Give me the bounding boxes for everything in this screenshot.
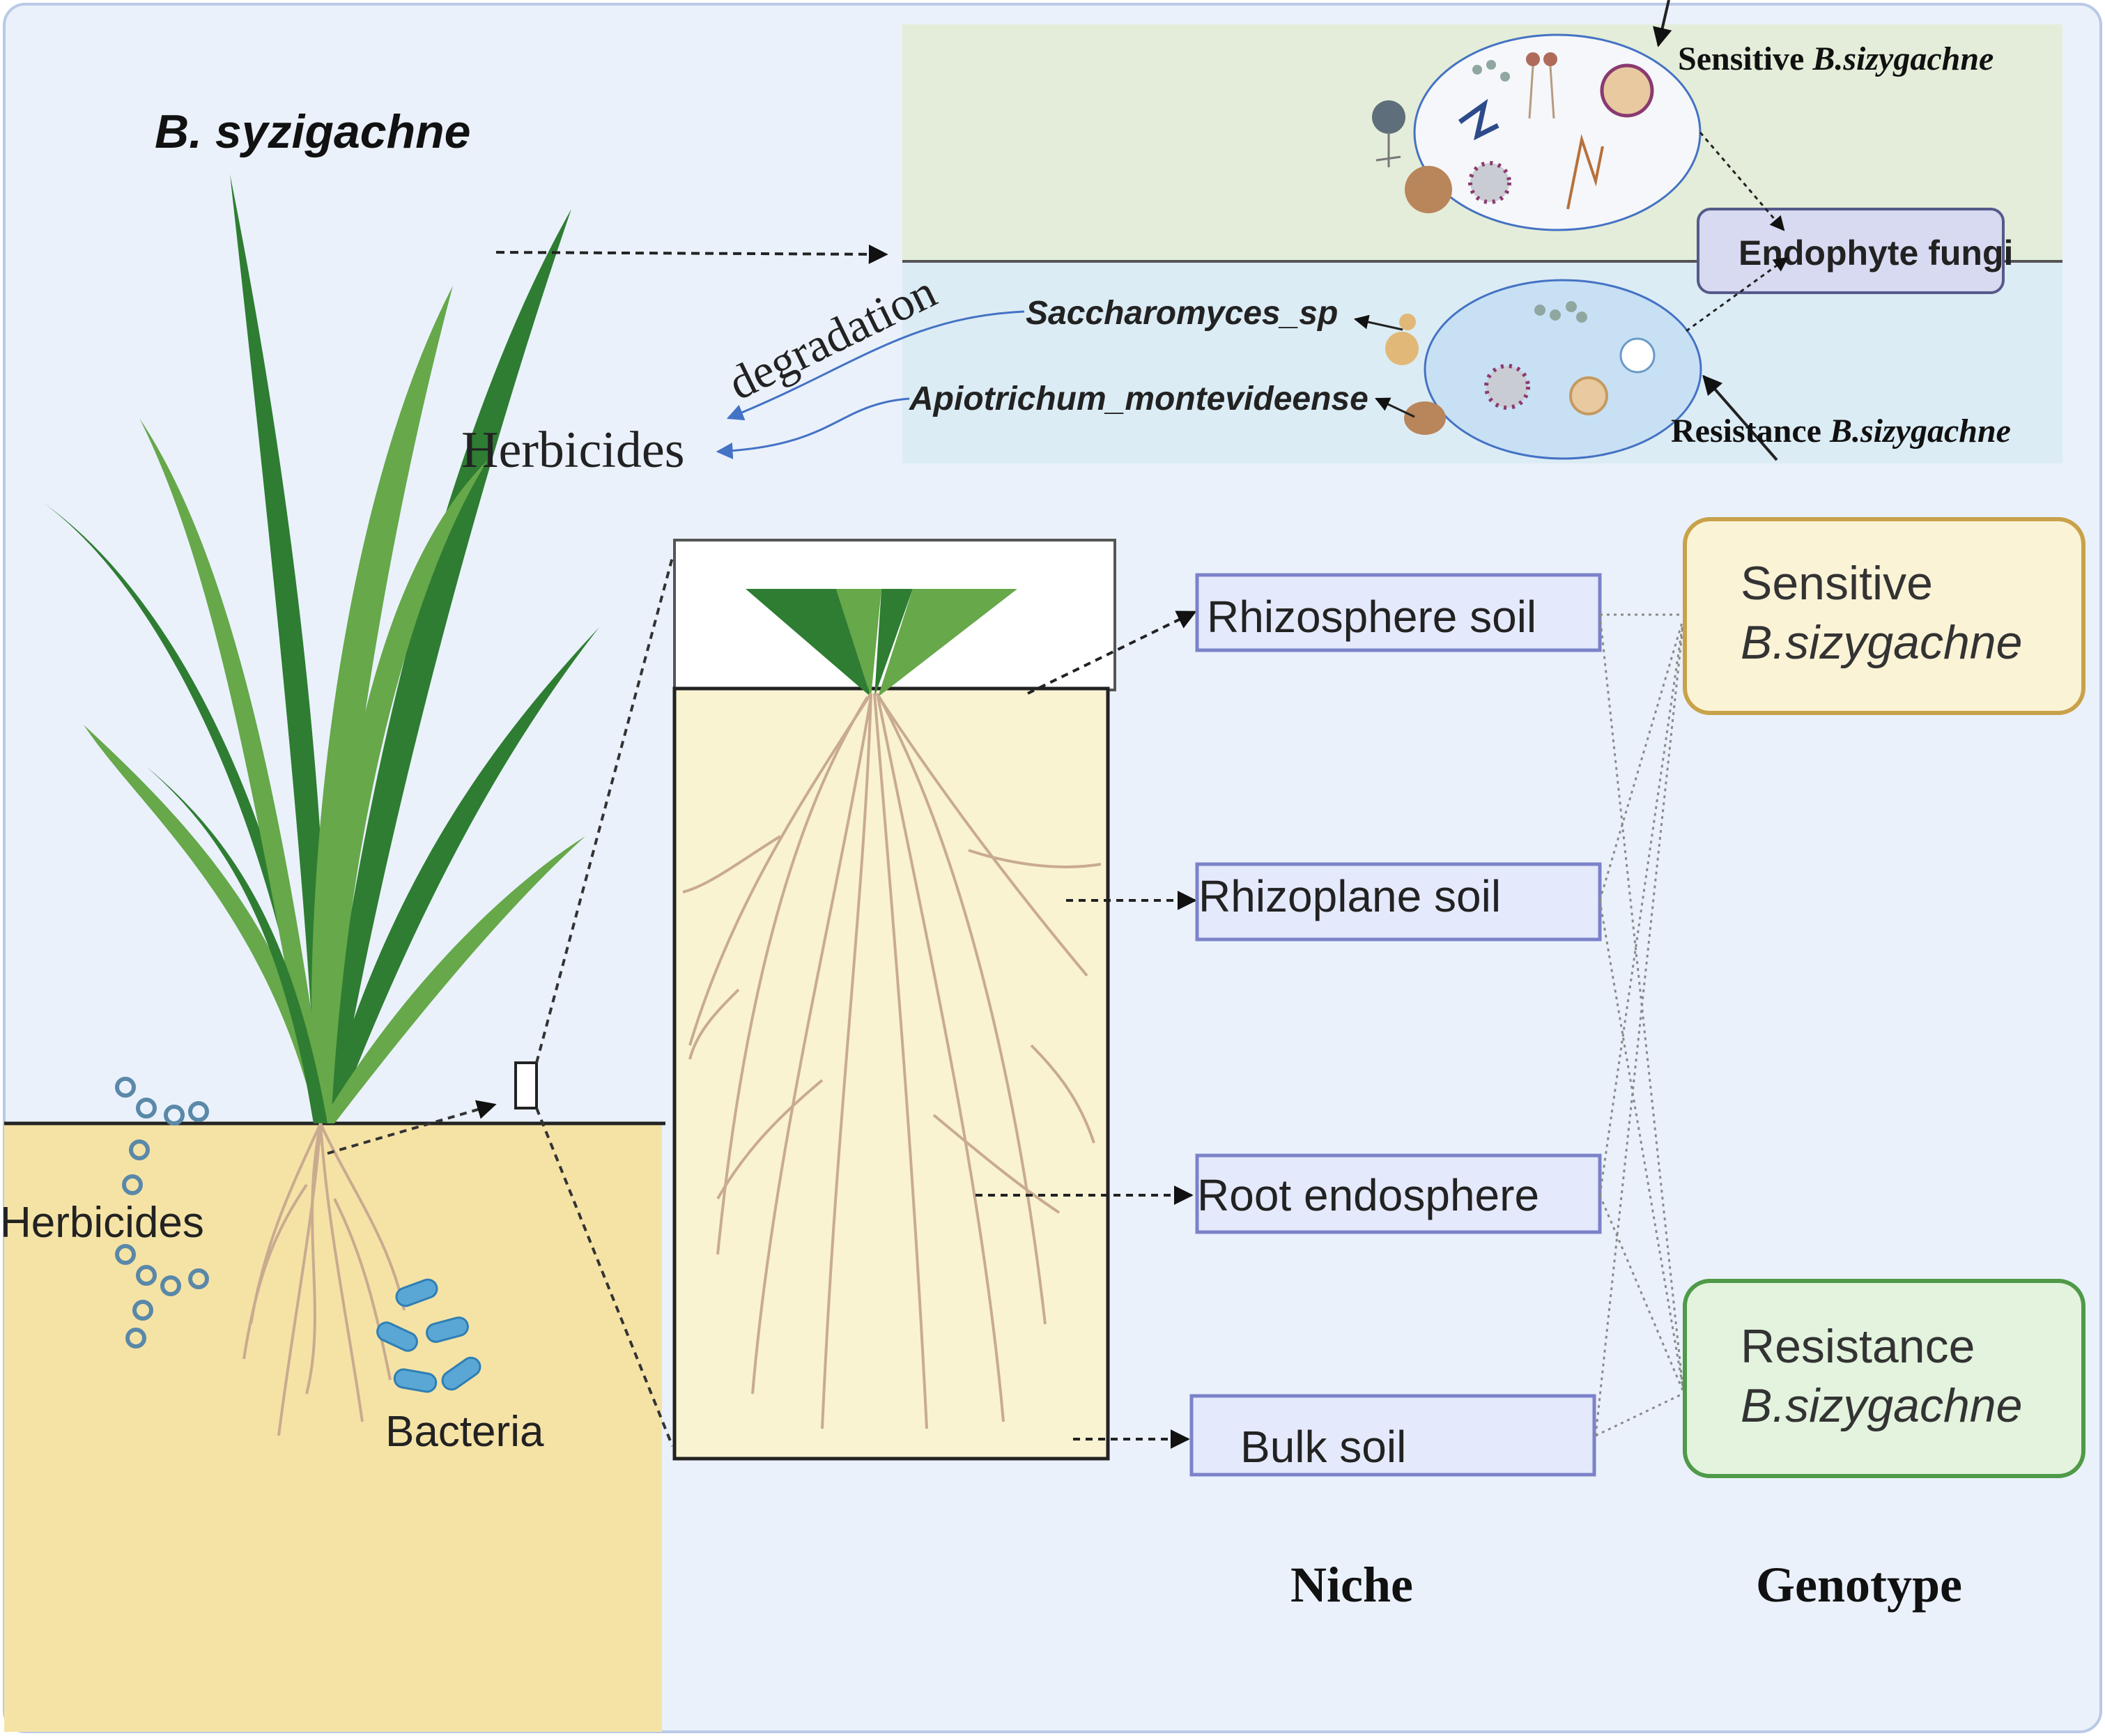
column-header-niche: Niche <box>1290 1557 1413 1613</box>
niche-label-endosphere: Root endosphere <box>1197 1170 1539 1220</box>
arrow-degradation-2 <box>716 397 910 459</box>
niche-box-rhizosphere: Rhizosphere soil <box>1195 573 1602 652</box>
genotype-sensitive-line1: Sensitive <box>1741 557 1933 610</box>
niche-box-bulk: Bulk soil <box>1189 1394 1596 1477</box>
genotype-box-resistance: Resistance B.sizygachne <box>1683 1279 2085 1478</box>
sample-box <box>514 1061 538 1109</box>
genotype-resistance-line2: B.sizygachne <box>1741 1379 2022 1432</box>
zoom-panel-soil <box>672 686 1110 1461</box>
zoom-line-bottom <box>535 1107 674 1447</box>
soil-bacteria-label: Bacteria <box>385 1408 544 1456</box>
soil-area <box>4 1123 662 1732</box>
arrow-saccharomyces <box>1353 314 1403 331</box>
species-saccharomyces-label: Saccharomyces_sp <box>1026 295 1338 332</box>
sensitive-fungi-ellipse-icon <box>1372 33 1702 231</box>
niche-label-rhizoplane: Rhizoplane soil <box>1198 871 1501 921</box>
niche-label-bulk: Bulk soil <box>1240 1422 1406 1472</box>
zoom-grass-base-icon <box>746 589 1017 697</box>
bacteria-icon <box>376 1278 481 1393</box>
plant-roots-icon <box>242 1123 406 1436</box>
resistance-ellipse-label: Resistance B.sizygachne <box>1671 413 2011 450</box>
genotype-sensitive-line2: B.sizygachne <box>1741 616 2022 669</box>
niche-box-rhizoplane: Rhizoplane soil <box>1195 862 1602 942</box>
arrow-rhizosphere <box>1027 610 1197 695</box>
species-apiotrichum-label: Apiotrichum_montevideense <box>909 381 1368 417</box>
arrow-degradation-1 <box>726 310 1025 421</box>
sensitive-ellipse-label: Sensitive B.sizygachne <box>1678 40 1994 77</box>
soil-herbicides-label: Herbicides <box>0 1199 204 1247</box>
arrow-to-sensitive-ellipse <box>1653 0 1672 47</box>
plant-title: B. syzigachne <box>155 105 471 158</box>
niche-label-rhizosphere: Rhizosphere soil <box>1207 592 1536 642</box>
arrow-to-resistance-ellipse <box>1702 374 1778 461</box>
endophyte-fungi-label: Endophyte fungi <box>1738 233 2013 272</box>
zoom-roots-icon <box>682 692 1102 1429</box>
grass-plant-icon <box>42 174 599 1123</box>
panel-herbicides-label: Herbicides <box>461 422 685 479</box>
arrow-resistance-to-endophyte <box>1686 256 1789 332</box>
genotype-box-sensitive: Sensitive B.sizygachne <box>1683 517 2085 715</box>
sample-arrow <box>327 1100 497 1155</box>
herbicide-molecules-icon <box>115 1077 209 1349</box>
column-header-genotype: Genotype <box>1756 1557 1962 1613</box>
niche-box-endosphere: Root endosphere <box>1195 1153 1602 1234</box>
arrow-plant-to-panel <box>495 244 888 264</box>
arrow-apiotrichum <box>1375 397 1415 418</box>
genotype-resistance-line1: Resistance <box>1741 1320 1975 1373</box>
niche-genotype-connectors <box>1594 613 1684 1437</box>
resistance-fungi-ellipse-icon <box>1385 279 1702 460</box>
